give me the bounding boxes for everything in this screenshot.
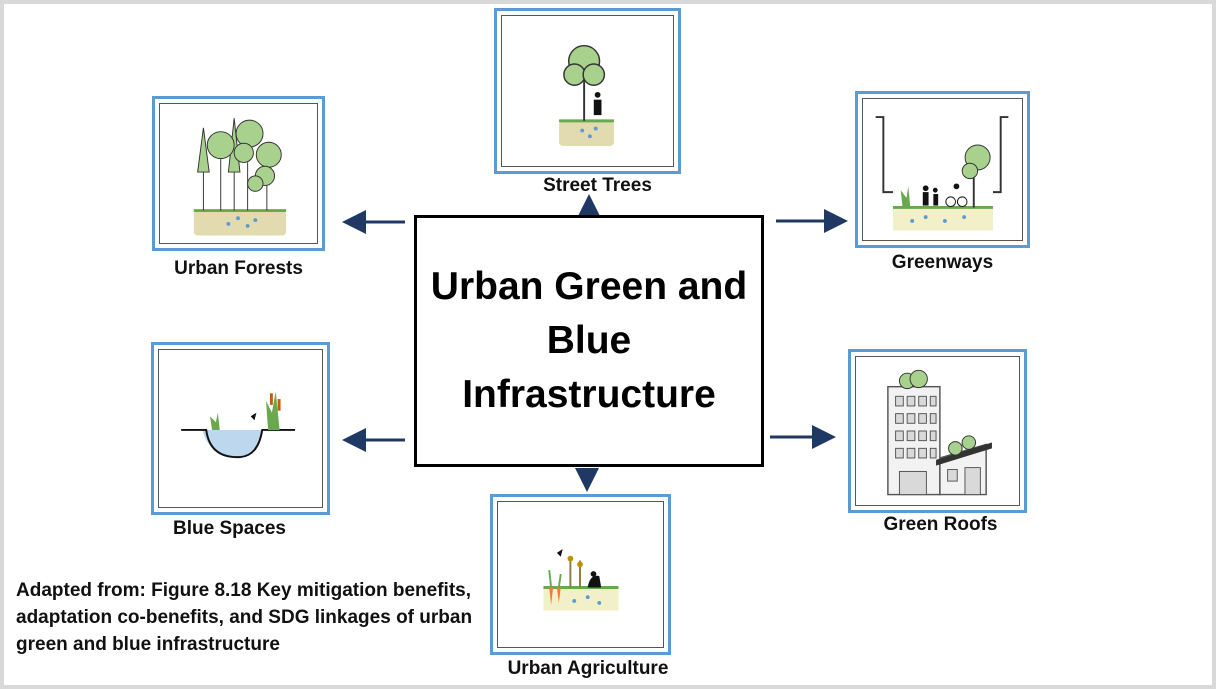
street-trees-frame — [494, 8, 681, 174]
green-roof-icon — [887, 369, 992, 496]
label-street-trees: Street Trees — [543, 175, 652, 196]
greenway-icon — [875, 116, 1009, 231]
label-urban-forests: Urban Forests — [174, 258, 303, 279]
source-caption: Adapted from: Figure 8.18 Key mitigation… — [16, 580, 473, 655]
green-roofs-frame — [848, 349, 1027, 513]
street-tree-icon — [559, 44, 615, 146]
urban-agriculture-icon — [543, 548, 619, 611]
urban-forest-icon — [193, 118, 287, 236]
label-urban-agriculture: Urban Agriculture — [507, 658, 669, 679]
label-greenways: Greenways — [891, 252, 994, 273]
label-green-roofs: Green Roofs — [883, 514, 998, 535]
center-title: Urban Green and Blue Infrastructure — [430, 265, 748, 416]
blue-spaces-frame — [151, 342, 330, 515]
blue-space-icon — [181, 391, 296, 458]
urban-forests-frame — [152, 96, 325, 251]
urban-agriculture-frame — [490, 494, 671, 655]
label-blue-spaces: Blue Spaces — [173, 518, 286, 539]
greenways-frame — [855, 91, 1030, 248]
center-concept-box: Urban Green and Blue Infrastructure — [414, 215, 764, 467]
